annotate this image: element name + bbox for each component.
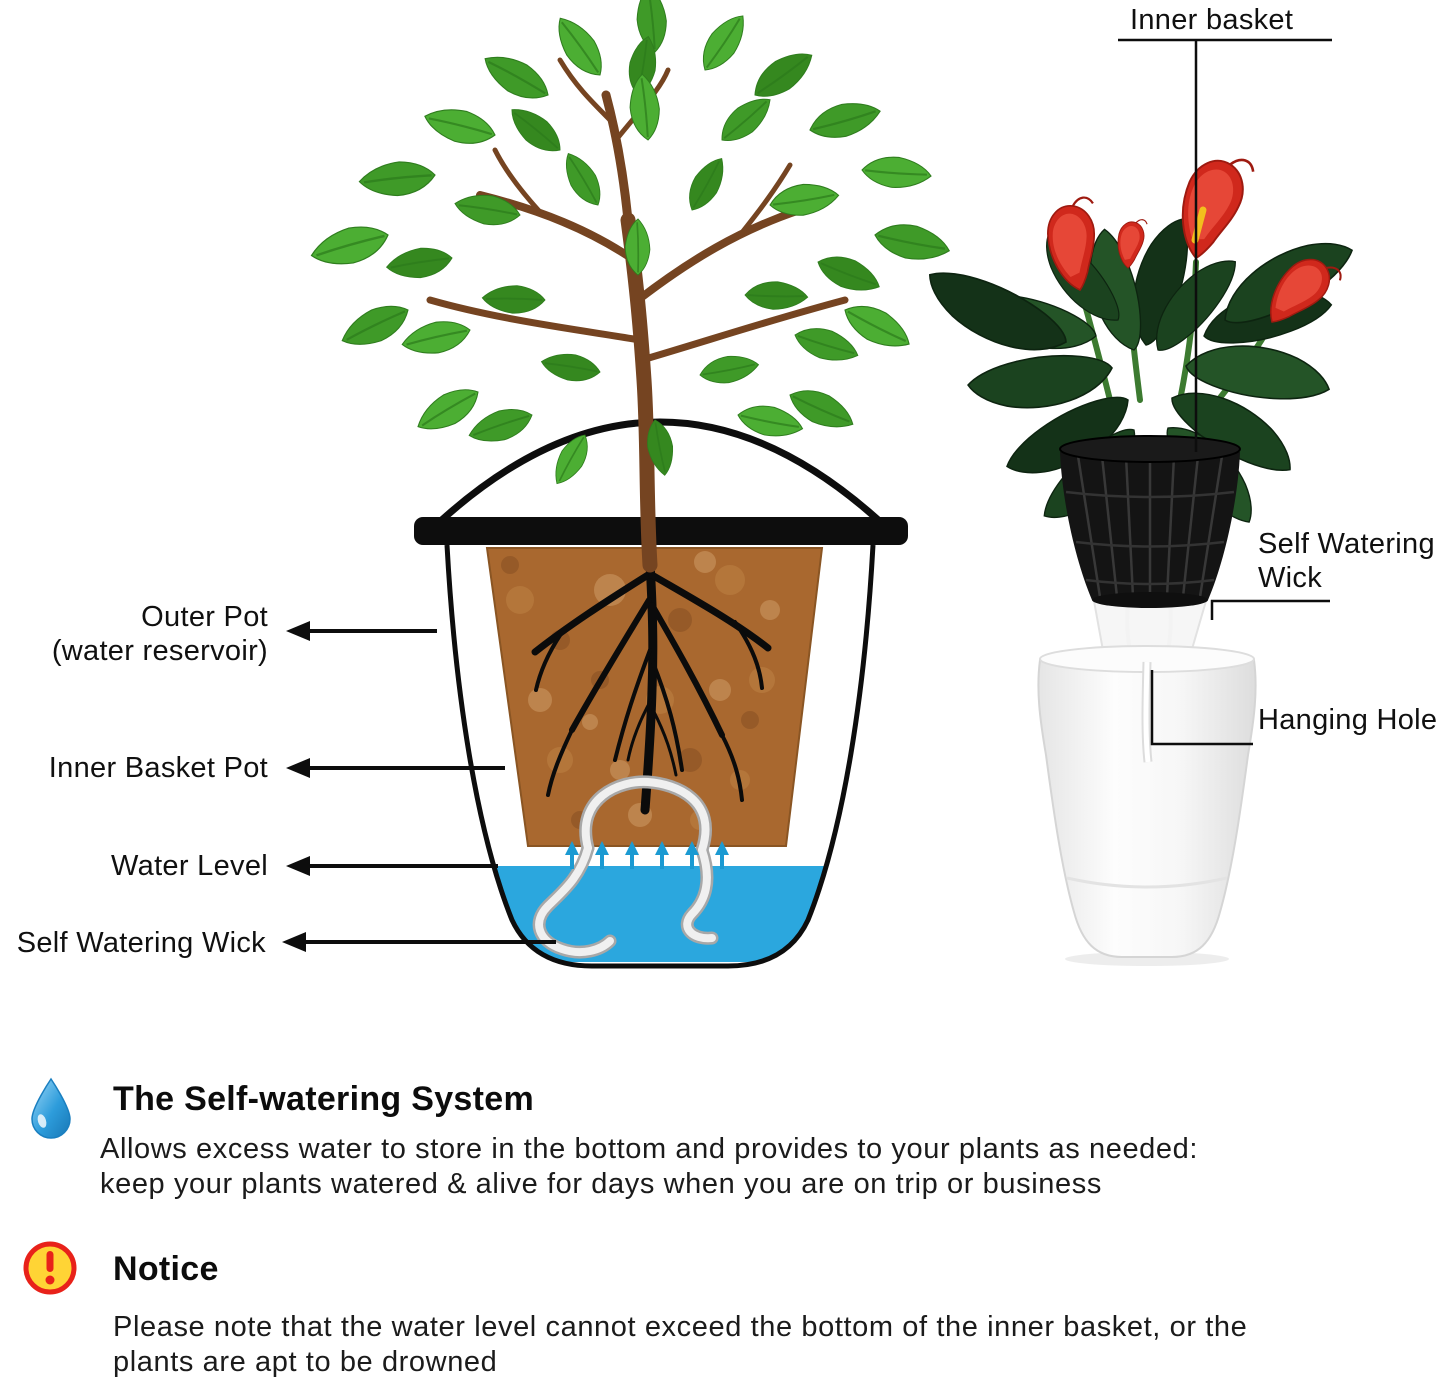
label-hanging-hole: Hanging Hole bbox=[1258, 704, 1437, 738]
roots bbox=[531, 557, 772, 815]
wick-left bbox=[532, 775, 719, 959]
label-line: Self Watering bbox=[1258, 528, 1435, 560]
label-line: Inner basket bbox=[1130, 4, 1294, 36]
label-self-watering-wick-right: Self Watering Wick bbox=[1258, 528, 1435, 596]
callout-wick-line bbox=[1210, 599, 1330, 620]
label-line: Inner Basket Pot bbox=[48, 752, 268, 784]
body-line: Allows excess water to store in the bott… bbox=[100, 1133, 1199, 1165]
body-line: Please note that the water level cannot … bbox=[113, 1311, 1248, 1343]
label-outer-pot: Outer Pot (water reservoir) bbox=[18, 601, 268, 669]
label-line: Water Level bbox=[111, 850, 268, 882]
notice-warning-icon bbox=[23, 1241, 77, 1295]
label-water-level: Water Level bbox=[18, 850, 268, 884]
label-line: Self Watering Wick bbox=[16, 927, 266, 959]
label-line: Wick bbox=[1258, 561, 1323, 594]
tree-canopy bbox=[305, 0, 954, 491]
callout-water-level bbox=[286, 856, 498, 876]
white-outer-pot bbox=[1037, 645, 1257, 966]
label-line: Hanging Hole bbox=[1258, 704, 1438, 736]
body-line: plants are apt to be drowned bbox=[113, 1346, 498, 1378]
pot-handle bbox=[430, 418, 890, 531]
label-inner-basket-pot: Inner Basket Pot bbox=[18, 752, 268, 786]
right-product-photo bbox=[914, 38, 1362, 966]
self-watering-body: Allows excess water to store in the bott… bbox=[100, 1132, 1198, 1203]
callout-inner-basket-pot bbox=[286, 758, 505, 778]
label-line: (water reservoir) bbox=[51, 634, 268, 667]
callout-hanging-hole-line bbox=[1150, 670, 1253, 746]
water-reservoir bbox=[447, 866, 873, 962]
left-cutaway-diagram bbox=[282, 0, 954, 969]
label-inner-basket: Inner basket bbox=[1130, 4, 1293, 38]
notice-heading: Notice bbox=[113, 1250, 219, 1288]
self-watering-heading: The Self-watering System bbox=[113, 1080, 534, 1118]
inner-basket-right bbox=[1059, 435, 1241, 608]
label-self-watering-wick: Self Watering Wick bbox=[0, 927, 266, 961]
pot-seam bbox=[1066, 876, 1228, 889]
water-drop-icon bbox=[31, 1077, 71, 1139]
label-line: Outer Pot bbox=[141, 601, 268, 633]
wick-on-pot bbox=[1143, 661, 1151, 763]
notice-body: Please note that the water level cannot … bbox=[113, 1310, 1247, 1378]
right-callout-lines bbox=[1118, 38, 1332, 746]
callout-self-watering-wick bbox=[282, 932, 556, 952]
pot-rim bbox=[414, 517, 908, 545]
left-callout-arrows bbox=[282, 621, 556, 952]
callout-outer-pot bbox=[286, 621, 437, 641]
body-line: keep your plants watered & alive for day… bbox=[100, 1168, 1102, 1201]
